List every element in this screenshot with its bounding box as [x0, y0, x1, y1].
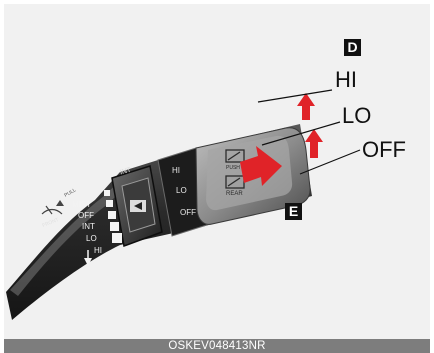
- rear-selector-lo: LO: [176, 186, 187, 195]
- rear-selector-hi: HI: [172, 166, 180, 175]
- position-label-off: OFF: [362, 137, 406, 163]
- mist-up-arrow-icon: [56, 200, 64, 206]
- callout-e: E: [285, 203, 302, 220]
- end-cap-rear-label: REAR: [226, 191, 243, 197]
- arrow-up-to-lo: [305, 129, 323, 158]
- lever-label-int: INT: [82, 222, 95, 231]
- position-label-hi: HI: [335, 67, 357, 93]
- rear-selector-off: OFF: [180, 208, 196, 217]
- callout-d: D: [344, 39, 361, 56]
- lever-label-hi: HI: [94, 246, 102, 255]
- lever-label-lo: LO: [86, 234, 97, 243]
- end-cap-push-label: PUSH: [226, 165, 240, 171]
- image-code-caption: OSKEV048413NR: [4, 339, 430, 353]
- lever-label-mist: MIST: [72, 200, 91, 209]
- leader-hi: [258, 90, 332, 102]
- position-label-lo: LO: [342, 103, 371, 129]
- lever-label-off: OFF: [78, 211, 94, 220]
- arrow-up-to-hi: [297, 93, 315, 120]
- front-wiper-icon: [42, 206, 62, 214]
